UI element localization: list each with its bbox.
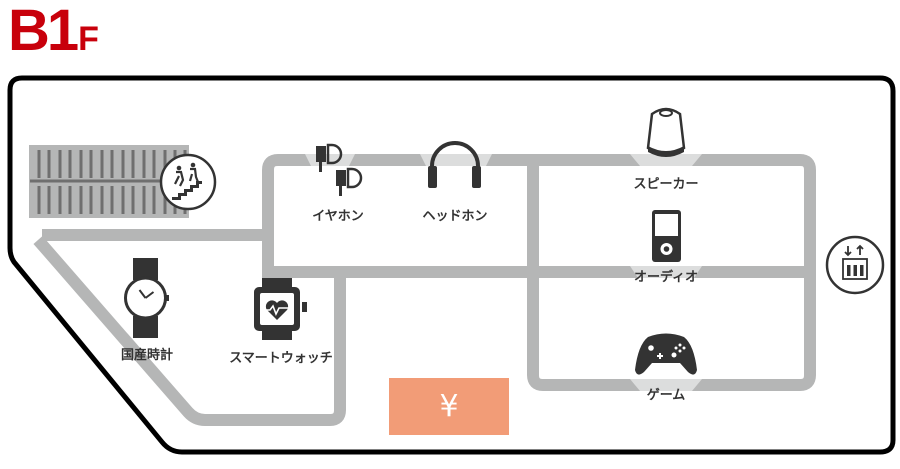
wristwatch-icon [124,258,169,338]
game-controller-icon [635,333,697,375]
section-label-games[interactable]: ゲーム [646,388,686,403]
corridors [33,154,816,426]
audio-player-icon [652,210,681,262]
earphones-icon [316,143,363,196]
floor-suffix: F [78,20,99,58]
section-label-watches[interactable]: 国産時計 [120,348,174,363]
section-label-headphones[interactable]: ヘッドホン [422,209,488,224]
escalator-icon[interactable] [159,153,217,211]
yen-icon: ¥ [439,389,459,424]
elevator-icon[interactable] [825,235,885,295]
speaker-icon [646,107,686,157]
headphones-icon [428,141,481,188]
smartwatch-icon [254,278,307,340]
section-label-earphones[interactable]: イヤホン [312,209,364,224]
floor-level: B1 [8,0,79,63]
cashier-counter[interactable]: ¥ [389,378,509,435]
section-label-audio[interactable]: オーディオ [633,270,699,285]
section-label-speakers[interactable]: スピーカー [633,177,699,192]
floor-indicator: B1F [8,2,99,60]
section-label-smartwatches[interactable]: スマートウォッチ [229,351,333,366]
